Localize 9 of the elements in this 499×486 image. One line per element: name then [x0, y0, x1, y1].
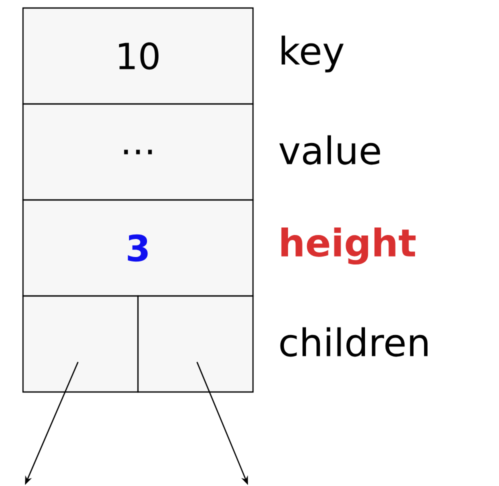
field-label: value	[279, 135, 380, 165]
field-label: height	[281, 227, 416, 265]
field-label: children	[280, 327, 428, 357]
record-cell: 10	[22, 7, 254, 105]
pointer-cell	[22, 295, 139, 393]
record-cell: …	[22, 103, 254, 201]
field-label: key	[282, 36, 344, 72]
pointer-cell	[137, 295, 254, 393]
record-cell: 3	[22, 199, 254, 297]
